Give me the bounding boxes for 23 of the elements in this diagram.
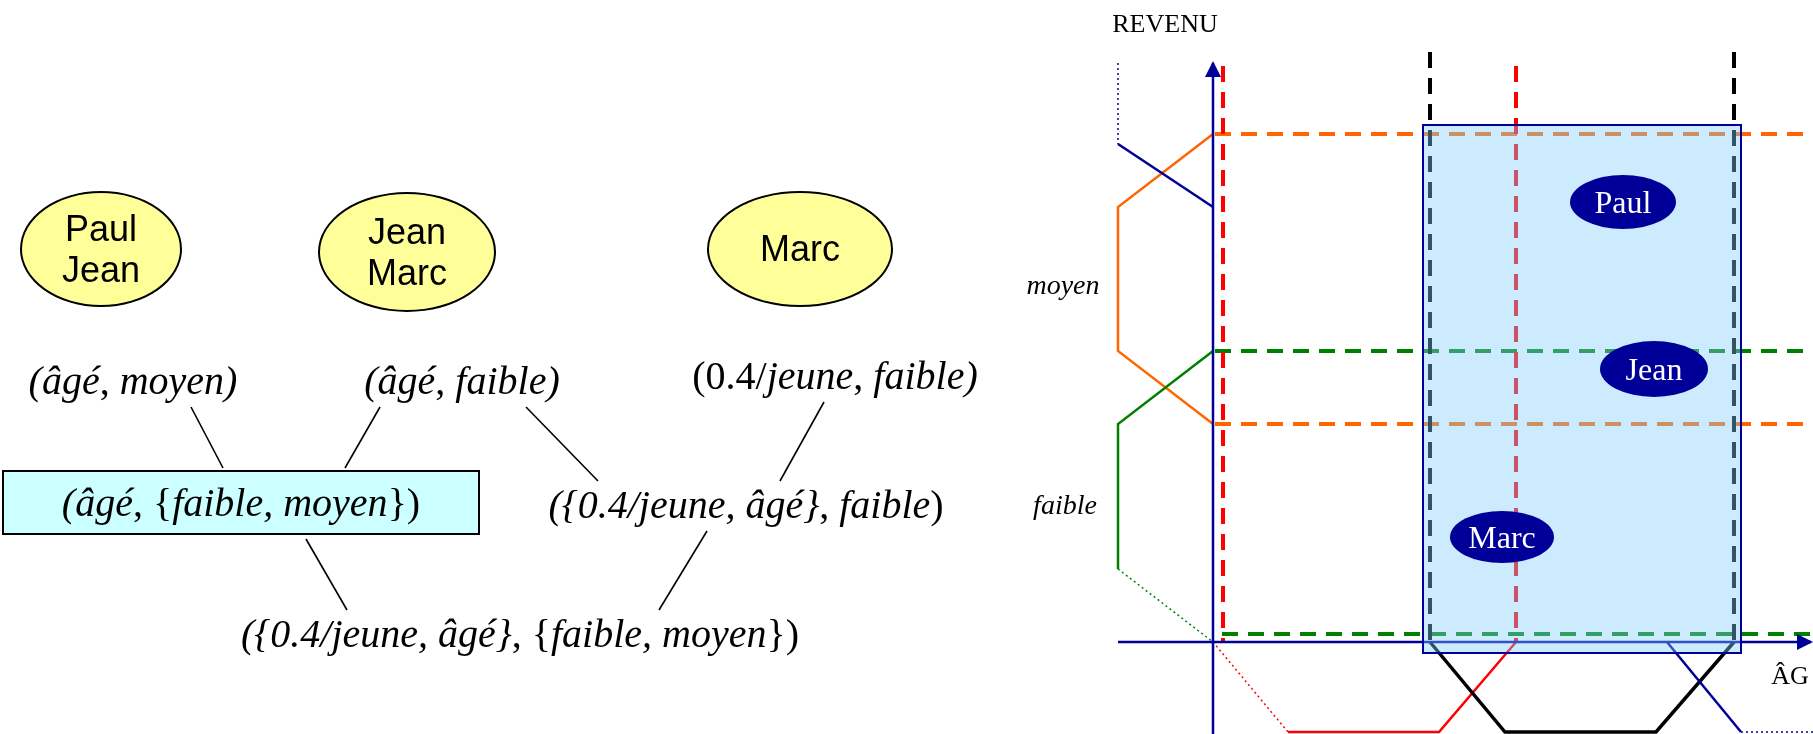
axis-label: ÂG <box>1771 661 1809 691</box>
connector-line <box>190 406 224 469</box>
ellipse-node: Jean <box>1600 341 1708 397</box>
axis-label: REVENU <box>1112 9 1218 39</box>
ellipse-node: Marc <box>707 191 893 307</box>
highlighted-box: (âgé, {faible, moyen}) <box>2 470 480 535</box>
ellipse-node: Paul Jean <box>20 191 182 307</box>
node-label: ({0.4/jeune, âgé}, faible) <box>548 483 944 527</box>
connector-line <box>779 401 825 482</box>
connector-line <box>658 530 708 611</box>
shaded-region <box>1422 124 1742 654</box>
ellipse-node: Jean Marc <box>318 192 496 312</box>
node-label: (âgé, moyen) <box>28 359 238 403</box>
node-label: (âgé, faible) <box>364 359 560 403</box>
ellipse-node: Paul <box>1570 175 1676 229</box>
connector-line <box>525 406 599 482</box>
ellipse-node: Marc <box>1450 511 1554 563</box>
set-label: faible <box>1033 489 1097 521</box>
node-label: ({0.4/jeune, âgé}, {faible, moyen}) <box>241 612 799 656</box>
set-label: moyen <box>1026 269 1100 301</box>
connector-line <box>305 538 348 611</box>
connector-line <box>344 406 381 469</box>
node-label: (0.4/jeune, faible) <box>692 354 978 398</box>
